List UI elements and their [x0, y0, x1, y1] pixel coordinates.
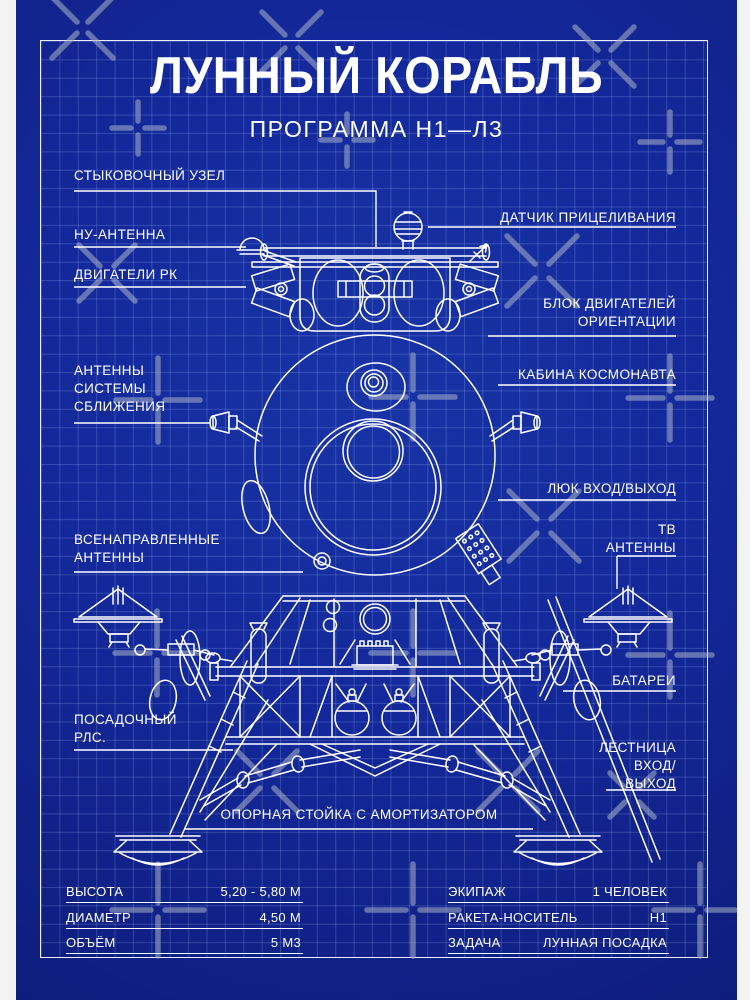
callout-landing-radar: ПОСАДОЧНЫЙ РЛС. — [74, 712, 177, 745]
omni-antenna-left — [73, 585, 233, 664]
omni-antenna-right — [513, 585, 673, 664]
footpad-right — [513, 835, 603, 866]
rendezvous-antenna-right — [489, 411, 541, 442]
spec-row-diameter: ДИАМЕТР 4,50 М — [66, 903, 303, 929]
docking-section — [236, 211, 500, 332]
callout-docking-port: СТЫКОВОЧНЫЙ УЗЕЛ — [74, 168, 226, 183]
spec-row-height: ВЫСОТА 5,20 - 5,80 М — [66, 878, 303, 904]
callout-nu-antenna: НУ-АНТЕННА — [74, 227, 166, 242]
spec-table-mission: ЭКИПАЖ 1 ЧЕЛОВЕК РАКЕТА-НОСИТЕЛЬ Н1 ЗАДА… — [448, 878, 669, 954]
poster-subtitle: ПРОГРАММА Н1—Л3 — [249, 116, 504, 142]
tv-antenna-plate — [454, 523, 502, 586]
spacecraft — [73, 211, 673, 866]
thruster-cluster-right — [454, 263, 500, 318]
poster-title: ЛУННЫЙ КОРАБЛЬ — [149, 47, 604, 105]
registration-marks — [49, 0, 738, 959]
rendezvous-antenna-left — [209, 411, 263, 442]
leg-right — [473, 660, 581, 838]
callout-rk-engines: ДВИГАТЕЛИ РК — [74, 267, 178, 282]
footpad-left — [113, 835, 203, 866]
callout-omni-antennas: ВСЕНАПРАВЛЕННЫЕ АНТЕННЫ — [74, 532, 220, 565]
callout-cosmonaut-cabin: КАБИНА КОСМОНАВТА — [518, 367, 676, 382]
leg-left — [169, 660, 277, 838]
spec-row-launcher: РАКЕТА-НОСИТЕЛЬ Н1 — [448, 903, 669, 929]
thruster-cluster-left — [250, 263, 296, 318]
callout-tv-antennas: ТВ АНТЕННЫ — [605, 522, 676, 555]
spec-row-crew: ЭКИПАЖ 1 ЧЕЛОВЕК — [448, 878, 669, 904]
callout-hatch: ЛЮК ВХОД/ВЫХОД — [547, 481, 676, 496]
spec-table-dimensions: ВЫСОТА 5,20 - 5,80 М ДИАМЕТР 4,50 М ОБЪЁ… — [66, 878, 303, 954]
landing-stage — [148, 595, 602, 777]
spec-row-volume: ОБЪЁМ 5 М3 — [66, 929, 303, 954]
blueprint-grid — [40, 40, 708, 958]
callout-ladder: ЛЕСТНИЦА ВХОД/ ВЫХОД — [598, 740, 676, 791]
cabin-sphere — [209, 334, 541, 586]
callout-landing-gear: ОПОРНАЯ СТОЙКА С АМОРТИЗАТОРОМ — [220, 807, 498, 822]
ladder — [547, 596, 661, 863]
spec-row-task: ЗАДАЧА ЛУННАЯ ПОСАДКА — [448, 929, 669, 954]
callout-batteries: БАТАРЕИ — [612, 673, 676, 688]
callout-aiming-sensor: ДАТЧИК ПРИЦЕЛИВАНИЯ — [500, 210, 676, 225]
callout-rendezvous-antennas: АНТЕННЫ СИСТЕМЫ СБЛИЖЕНИЯ — [74, 363, 166, 414]
leader-lines — [74, 190, 676, 830]
callout-orientation-engines: БЛОК ДВИГАТЕЛЕЙ ОРИЕНТАЦИИ — [543, 296, 676, 329]
